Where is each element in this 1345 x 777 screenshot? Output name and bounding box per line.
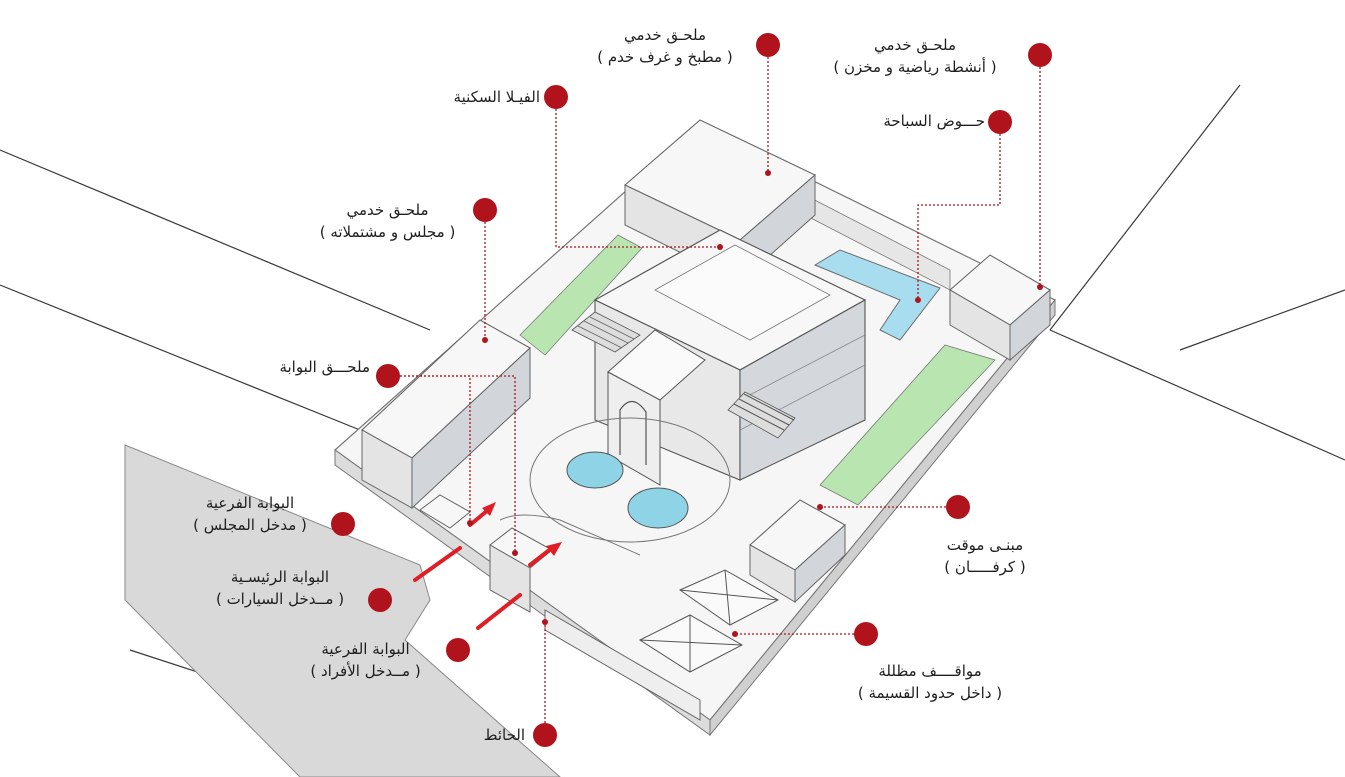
entry-arrows xyxy=(413,502,562,630)
marker-sub-gate-individuals xyxy=(446,638,470,662)
label-title: البوابة الفرعية xyxy=(205,494,295,512)
label-main-gate: البوابة الرئيسـية ( مــدخل السيارات ) xyxy=(195,566,365,610)
label-title: الفيـلا السكنية xyxy=(453,88,540,106)
label-markers xyxy=(331,33,1052,747)
label-title: الحائط xyxy=(483,726,525,744)
label-residential-villa: الفيـلا السكنية xyxy=(380,86,540,108)
label-title: البوابة الفرعية xyxy=(321,640,410,658)
label-temporary-building: مبنـى موقت ( كرفـــــان ) xyxy=(915,534,1055,578)
label-subtitle: ( أنشطة رياضية و مخزن ) xyxy=(833,58,997,76)
marker-sub-gate-majlis xyxy=(331,512,355,536)
marker-main-gate xyxy=(368,588,392,612)
marker-residential-villa xyxy=(544,85,568,109)
fountain-pool-2 xyxy=(627,487,689,529)
label-sub-gate-majlis: البوابة الفرعية ( مدخل المجلس ) xyxy=(170,492,330,536)
fountain-pool-1 xyxy=(566,451,624,489)
label-subtitle: ( مجلس و مشتملاته ) xyxy=(319,223,456,241)
marker-wall xyxy=(533,723,557,747)
service-annex-majlis-building xyxy=(361,319,531,510)
service-annex-sports-building xyxy=(949,254,1051,362)
label-title: ملحـــق البوابة xyxy=(279,358,370,376)
leader-lines xyxy=(388,45,1041,735)
label-shaded-parking: مواقــــف مظللة ( داخل حدود القسيمة ) xyxy=(825,660,1035,704)
road-surface xyxy=(124,444,561,777)
temporary-building-caravan xyxy=(749,499,846,604)
marker-service-annex-kitchen xyxy=(756,33,780,57)
marker-gate-annex xyxy=(376,364,400,388)
label-subtitle: ( مــدخل السيارات ) xyxy=(215,590,345,608)
driveway-loop xyxy=(529,417,731,543)
label-subtitle: ( مدخل المجلس ) xyxy=(193,516,307,534)
lawn-right xyxy=(819,344,996,506)
shaded-parking-canopies xyxy=(638,569,780,673)
main-villa xyxy=(571,229,867,486)
marker-service-annex-sports xyxy=(1028,43,1052,67)
label-service-annex-kitchen: ملحـق خدمي ( مطبخ و غرف خدم ) xyxy=(570,24,760,68)
label-title: ملحـق خدمي xyxy=(873,36,957,54)
label-title: ملحـق خدمي xyxy=(623,26,707,44)
marker-temporary-building xyxy=(946,495,970,519)
label-subtitle: ( مطبخ و غرف خدم ) xyxy=(597,48,733,66)
label-swimming-pool: حـــوض السباحة xyxy=(810,110,985,132)
marker-service-annex-majlis xyxy=(473,198,497,222)
label-service-annex-majlis: ملحـق خدمي ( مجلس و مشتملاته ) xyxy=(300,199,475,243)
label-gate-annex: ملحـــق البوابة xyxy=(215,356,370,378)
lawn-left xyxy=(519,234,643,356)
label-title: البوابة الرئيسـية xyxy=(230,568,330,586)
marker-shaded-parking xyxy=(854,622,878,646)
label-title: حـــوض السباحة xyxy=(883,112,985,130)
label-wall: الحائط xyxy=(430,724,525,746)
label-subtitle: ( كرفـــــان ) xyxy=(944,558,1026,576)
label-title: مواقــــف مظللة xyxy=(878,662,982,680)
label-subtitle: ( مــدخل الأفراد ) xyxy=(310,662,421,680)
label-subtitle: ( داخل حدود القسيمة ) xyxy=(857,684,1003,702)
label-title: مبنـى موقت xyxy=(946,536,1024,554)
label-title: ملحـق خدمي xyxy=(346,201,429,219)
marker-swimming-pool xyxy=(988,110,1012,134)
label-sub-gate-individuals: البوابة الفرعية ( مــدخل الأفراد ) xyxy=(288,638,443,682)
anchor-dots xyxy=(467,170,1043,637)
label-service-annex-sports: ملحـق خدمي ( أنشطة رياضية و مخزن ) xyxy=(805,34,1025,78)
swimming-pool-shape xyxy=(813,249,941,341)
